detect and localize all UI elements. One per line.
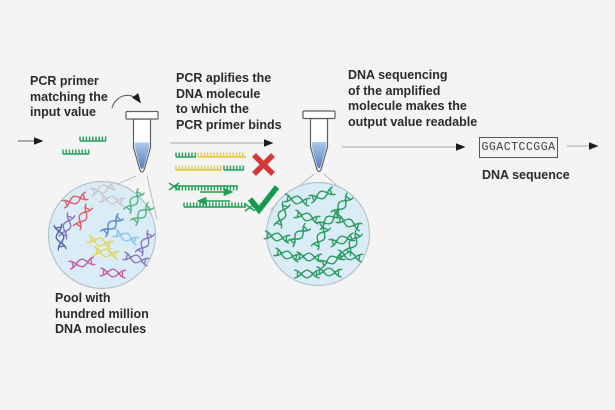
green-check-icon [247, 185, 280, 215]
pool-label: Pool with hundred million DNA molecules [55, 291, 149, 336]
matching-strands [168, 182, 256, 212]
stage3-caption: DNA sequencing of the amplified molecule… [348, 68, 478, 129]
stage2-caption: PCR aplifies the DNA molecule to which t… [176, 71, 282, 132]
drop-in-curved-arrow-icon [111, 93, 141, 109]
mismatch-strands [175, 152, 246, 171]
dna-sequence-label: DNA sequence [482, 168, 570, 182]
stage1-caption: PCR primer matching the input value [30, 74, 108, 119]
red-cross-icon [252, 153, 275, 176]
input-primer-icon [62, 136, 107, 155]
tube-1-icon [125, 110, 159, 173]
flow-arrows [18, 137, 599, 151]
dna-sequence-box: GGACTCCGGA [479, 137, 558, 158]
dna-sequence-value: GGACTCCGGA [481, 141, 556, 154]
